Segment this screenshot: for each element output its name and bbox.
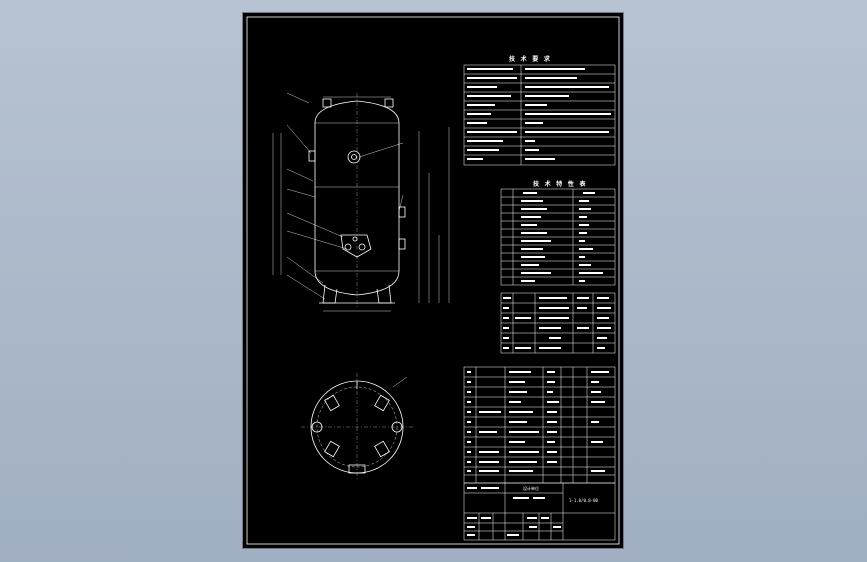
sheet-border [246,16,620,545]
top-nozzle-left [322,98,332,108]
nozzle-table-text-marks [503,297,611,349]
company-mark: 设计单位 [523,485,539,491]
title-block-text-marks [467,487,561,536]
tech-requirements-title: 技 术 要 求 [509,55,551,63]
inspection-hole [347,150,361,164]
nozzle-table [500,292,616,354]
tech-requirements-text-marks [467,68,611,160]
tech-characteristics-text-marks [521,192,603,282]
drawing-sheet: 技 术 要 求 [243,13,623,548]
tech-characteristics-title: 技 术 特 性 表 [533,180,586,188]
tech-characteristics-table [500,188,616,286]
drawing-canvas: 技 术 要 求 [246,16,620,545]
vessel-elevation [308,93,406,309]
inlet-flange [340,234,372,258]
vessel-plan-view [301,373,413,481]
top-nozzle-right [384,98,394,108]
drawing-number: 1-1.0/0.8-00 [569,498,598,503]
dimension-lines [272,92,450,312]
bill-of-materials [463,366,616,484]
tech-requirements-table [463,64,616,166]
title-block [463,482,616,541]
bill-of-materials-text-marks [467,371,609,472]
